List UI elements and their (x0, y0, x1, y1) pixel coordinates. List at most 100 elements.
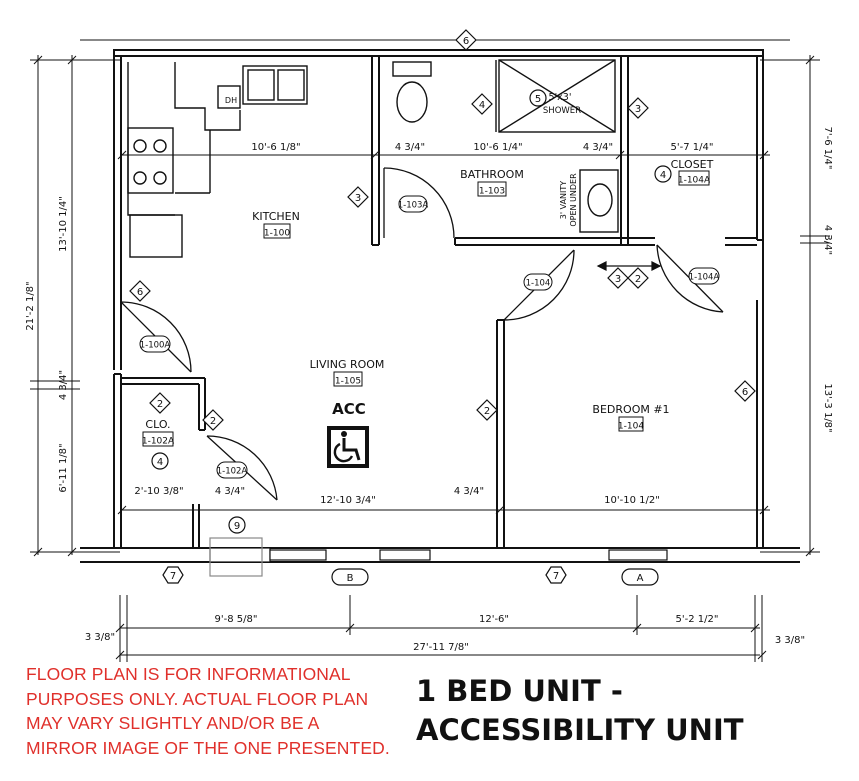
dim-right-mid: 4 3/4" (822, 225, 833, 255)
accessibility-symbol (327, 426, 369, 468)
room-name-bathroom: BATHROOM (460, 168, 524, 181)
detail-marker-3-kitchen-diamond (347, 186, 369, 208)
door-tag-entry-frame (139, 335, 171, 353)
room-tag-clo: 1-102A (142, 437, 175, 447)
closet-marker-4: 4 (660, 170, 666, 181)
shower-label: SHOWER (543, 106, 581, 116)
dim-bath-width: 10'-6 1/4" (473, 142, 522, 153)
disclaimer-line: PURPOSES ONLY. ACTUAL FLOOR PLAN (26, 688, 369, 709)
window-marker-9-circle (228, 516, 246, 534)
windows (209, 537, 668, 577)
door-swings (120, 167, 724, 501)
dim-bottom-segment-2: 12'-6" (479, 614, 509, 625)
room-tag-bedroom-frame (618, 416, 644, 432)
clo-marker-4-circle (151, 452, 169, 470)
door-tag-entry: 1-100A (140, 341, 171, 351)
room-name-kitchen: KITCHEN (252, 210, 300, 223)
dim-bottom-segment-1: 9'-8 5/8" (215, 614, 258, 625)
dim-closet-width: 5'-7 1/4" (671, 142, 714, 153)
room-name-living: LIVING ROOM (310, 358, 385, 371)
door-tag-closet-frame (688, 267, 720, 285)
dim-bottom-edge-right: 3 3/8" (775, 635, 805, 646)
dimension-lines (30, 39, 830, 662)
dim-living-bed-wall: 4 3/4" (454, 486, 484, 497)
dim-bottom-overall: 27'-11 7/8" (413, 642, 469, 653)
dim-living-width: 12'-10 3/4" (320, 495, 376, 506)
room-tag-kitchen: 1-100 (264, 229, 290, 239)
detail-marker-3-bath: 3 (635, 104, 641, 115)
room-tag-bedroom: 1-104 (618, 422, 644, 432)
dim-bath-closet-wall: 4 3/4" (583, 142, 613, 153)
dishwasher-label: DH (225, 96, 237, 105)
fixtures (127, 59, 619, 258)
window-tag-7-right: 7 (553, 571, 559, 582)
dim-bottom-edge-left: 3 3/8" (85, 632, 115, 643)
unit-title-line: ACCESSIBILITY UNIT (416, 713, 744, 747)
detail-marker-4-diamond (471, 93, 493, 115)
detail-marker-2-living: 2 (484, 406, 490, 417)
room-name-closet: CLOSET (671, 158, 714, 171)
detail-marker-2-clo-diamond (149, 392, 171, 414)
door-tag-bathroom-frame (398, 195, 428, 213)
detail-marker-3-closet-diamond (607, 267, 629, 289)
walls (80, 49, 800, 563)
detail-marker-2-living-diamond (476, 399, 498, 421)
detail-marker-2-closet-diamond (627, 267, 649, 289)
door-tag-clo-frame (216, 461, 248, 479)
detail-marker-3-bath-diamond (627, 97, 649, 119)
dim-bottom-segment-3: 5'-2 1/2" (676, 614, 719, 625)
door-tag-bedroom-frame (523, 273, 553, 291)
disclaimer-line: FLOOR PLAN IS FOR INFORMATIONAL (26, 664, 351, 684)
shower-marker-5: 5 (535, 94, 541, 105)
dim-left-overall: 21'-2 1/8" (25, 281, 36, 330)
dim-clo-width: 2'-10 3/8" (134, 486, 183, 497)
grid-line-a: A (637, 573, 644, 584)
room-tag-kitchen-frame (263, 223, 291, 239)
detail-marker-2-clo-side: 2 (210, 416, 216, 427)
detail-marker-6-kitchen: 6 (137, 287, 143, 298)
dim-kitchen-width: 10'-6 1/8" (251, 142, 300, 153)
detail-marker-6-top-diamond (455, 29, 477, 51)
dim-bedroom-width: 10'-10 1/2" (604, 495, 660, 506)
door-tag-closet: 1-104A (689, 273, 720, 283)
room-name-bedroom: BEDROOM #1 (592, 403, 669, 416)
detail-marker-4: 4 (479, 100, 485, 111)
unit-title-line: 1 BED UNIT - (416, 674, 623, 708)
unit-title: 1 BED UNIT - ACCESSIBILITY UNIT (416, 672, 744, 750)
detail-marker-3-kitchen: 3 (355, 193, 361, 204)
window-tag-7-left: 7 (170, 571, 176, 582)
window-tag-7-right-hexagon (545, 566, 567, 584)
vanity-label: 3' VANITY (559, 181, 568, 219)
dim-left-top: 13'-10 1/4" (58, 196, 69, 252)
shower-marker-5-circle (529, 89, 547, 107)
dim-right-bottom: 13'-3 1/8" (822, 383, 833, 432)
door-tag-bathroom: 1-103A (398, 201, 429, 211)
dim-left-mid: 4 3/4" (58, 370, 69, 400)
detail-marker-2-clo-side-diamond (202, 409, 224, 431)
room-name-clo: CLO. (145, 418, 170, 431)
door-tag-clo: 1-102A (217, 467, 248, 477)
dim-clo-wall: 4 3/4" (215, 486, 245, 497)
closet-marker-4-circle (654, 165, 672, 183)
detail-marker-6-bedroom-diamond (734, 380, 756, 402)
detail-marker-6-kitchen-diamond (129, 280, 151, 302)
vanity-label-2: OPEN UNDER (569, 173, 578, 227)
grid-line-b-frame (331, 568, 369, 586)
detail-marker-2-clo: 2 (157, 399, 163, 410)
room-tag-closet: 1-104A (678, 176, 711, 186)
closet-rod (596, 261, 662, 271)
detail-marker-6-bedroom: 6 (742, 387, 748, 398)
detail-markers (129, 29, 756, 586)
detail-marker-2-closet: 2 (635, 274, 641, 285)
room-tag-clo-frame (142, 431, 174, 447)
detail-marker-3-closet: 3 (615, 274, 621, 285)
window-tag-7-left-hexagon (162, 566, 184, 584)
dim-right-top: 7'-6 1/4" (822, 127, 833, 170)
disclaimer-line: MIRROR IMAGE OF THE ONE PRESENTED. (26, 737, 390, 758)
grid-line-a-frame (621, 568, 659, 586)
window-marker-9: 9 (234, 521, 240, 532)
room-tag-living-frame (333, 371, 363, 387)
shower-size-label: 5'x3' (549, 92, 572, 103)
detail-marker-6-top: 6 (463, 36, 469, 47)
